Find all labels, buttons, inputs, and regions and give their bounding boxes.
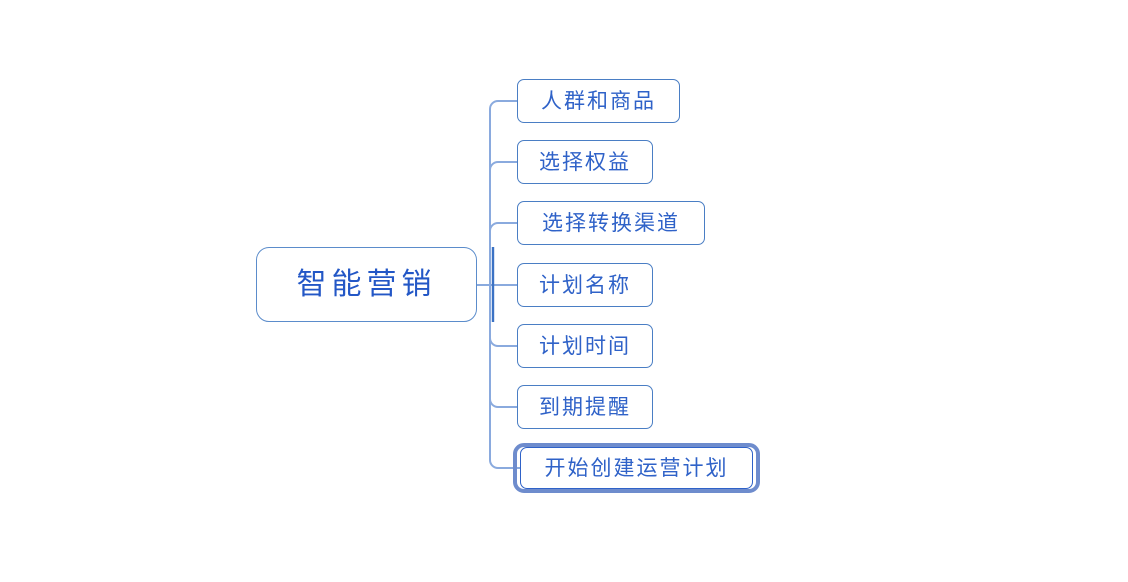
root-node-label: 智能营销: [296, 267, 437, 301]
root-node[interactable]: 智能营销: [256, 247, 477, 322]
node-daoqi-tixing[interactable]: 到期提醒: [517, 385, 653, 429]
node-label: 计划时间: [539, 334, 631, 358]
connector-branch-3: [489, 222, 517, 232]
node-label: 选择权益: [539, 150, 631, 174]
node-kaishi-chuangjian-yunying-jihua[interactable]: 开始创建运营计划: [520, 447, 753, 489]
node-label: 选择转换渠道: [542, 211, 680, 235]
node-label: 到期提醒: [539, 395, 631, 419]
connector-branch-6: [489, 398, 517, 408]
connector-branch-5: [489, 337, 517, 347]
node-label: 开始创建运营计划: [544, 456, 729, 480]
node-label: 人群和商品: [541, 89, 656, 113]
node-label: 计划名称: [539, 273, 631, 297]
connector-branch-2: [489, 161, 517, 171]
node-jihua-shijian[interactable]: 计划时间: [517, 324, 653, 368]
connector-branch-1: [489, 100, 517, 110]
node-jihua-mingcheng[interactable]: 计划名称: [517, 263, 653, 307]
node-xuanze-zhuanhuan-qudao[interactable]: 选择转换渠道: [517, 201, 705, 245]
node-renqun-he-shangpin[interactable]: 人群和商品: [517, 79, 680, 123]
node-xuanze-quanyi[interactable]: 选择权益: [517, 140, 653, 184]
